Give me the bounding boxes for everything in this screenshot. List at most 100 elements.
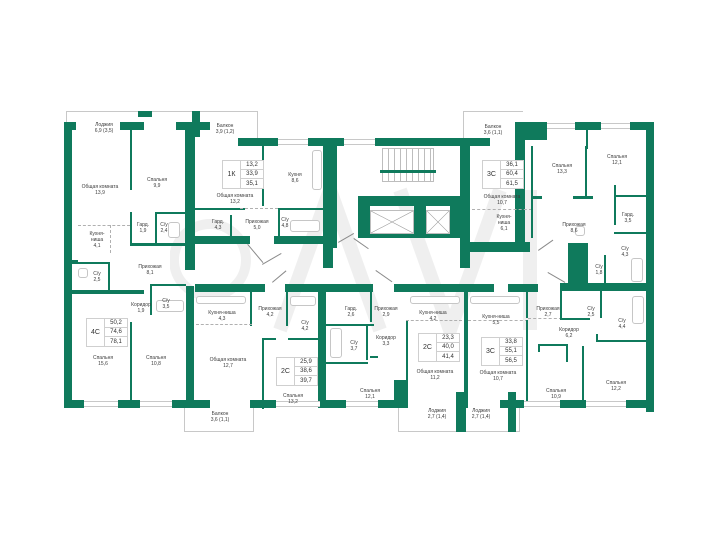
wall xyxy=(560,318,590,320)
wall xyxy=(326,400,346,408)
wall xyxy=(130,212,132,244)
apartment-tag-2c-b[interactable]: 2С 23,3 40,0 41,4 xyxy=(418,333,460,362)
wall xyxy=(568,243,588,287)
door-swing xyxy=(547,272,566,283)
wall xyxy=(532,196,542,199)
wall xyxy=(380,170,436,173)
wall xyxy=(370,356,378,358)
wall xyxy=(586,129,588,149)
window xyxy=(346,401,378,407)
living-area: 33,8 xyxy=(500,338,522,347)
living-area: 36,1 xyxy=(501,161,523,170)
wall xyxy=(366,326,368,360)
stairs-icon xyxy=(382,148,434,182)
wall xyxy=(582,346,584,406)
wall xyxy=(262,339,264,409)
room-label: Гард.1,9 xyxy=(136,222,150,234)
room-label: Гард.4,3 xyxy=(211,219,225,231)
wall xyxy=(630,122,654,130)
wall xyxy=(120,122,144,130)
wall xyxy=(538,344,568,346)
wall xyxy=(560,283,648,291)
stove-icon xyxy=(410,296,460,304)
wall xyxy=(358,206,370,236)
stove-icon xyxy=(312,150,322,190)
wall xyxy=(64,122,72,408)
sink-icon xyxy=(575,226,585,236)
wall xyxy=(604,255,606,283)
apartment-tag-2c-a[interactable]: 2С 25,9 38,6 39,7 xyxy=(276,357,318,386)
apartment-tag-3c-top[interactable]: 3С 36,1 60,4 61,5 xyxy=(482,160,524,189)
wall xyxy=(76,262,110,264)
total-area: 40,0 xyxy=(437,343,459,352)
wall xyxy=(450,206,462,236)
wall xyxy=(596,340,648,342)
total-area: 74,6 xyxy=(105,328,127,337)
total-area: 60,4 xyxy=(501,170,523,179)
apartment-type: 1К xyxy=(223,161,241,188)
wall xyxy=(585,146,587,198)
apartment-tag-4c[interactable]: 4С 50,2 74,6 78,1 xyxy=(86,318,128,347)
door-swing xyxy=(338,233,355,243)
window xyxy=(140,401,172,407)
balcony-3c-top xyxy=(463,111,523,141)
window xyxy=(344,139,375,145)
apartment-tag-3c-bottom[interactable]: 3С 33,8 55,1 56,5 xyxy=(481,337,523,366)
wall xyxy=(560,290,562,318)
wall xyxy=(108,262,110,292)
wall xyxy=(614,185,616,225)
apartment-tag-1k[interactable]: 1К 13,2 33,9 35,1 xyxy=(222,160,264,189)
balcony-1k xyxy=(192,111,258,141)
wall xyxy=(195,236,250,244)
total-area-with-balcony: 61,5 xyxy=(506,180,518,187)
wall xyxy=(326,324,374,326)
wall xyxy=(195,284,265,292)
window xyxy=(84,401,118,407)
stove-icon xyxy=(470,296,520,304)
sink-icon xyxy=(168,222,180,238)
wall xyxy=(155,212,185,214)
wall xyxy=(230,215,232,237)
wall xyxy=(531,146,533,238)
kitchen-niche-boundary xyxy=(468,320,528,321)
wall xyxy=(278,208,280,238)
total-area-with-balcony: 35,1 xyxy=(246,180,258,187)
wall xyxy=(238,138,278,146)
door-swing xyxy=(353,238,369,250)
wall xyxy=(286,290,288,326)
wall xyxy=(130,243,185,246)
bathtub-icon xyxy=(632,296,644,324)
wall xyxy=(600,290,602,318)
wall xyxy=(626,400,654,408)
wall xyxy=(250,290,252,326)
stove-icon xyxy=(196,296,246,304)
elevator-icon xyxy=(426,210,450,234)
kitchen-niche-boundary xyxy=(78,225,130,226)
bathtub-icon xyxy=(330,328,342,358)
